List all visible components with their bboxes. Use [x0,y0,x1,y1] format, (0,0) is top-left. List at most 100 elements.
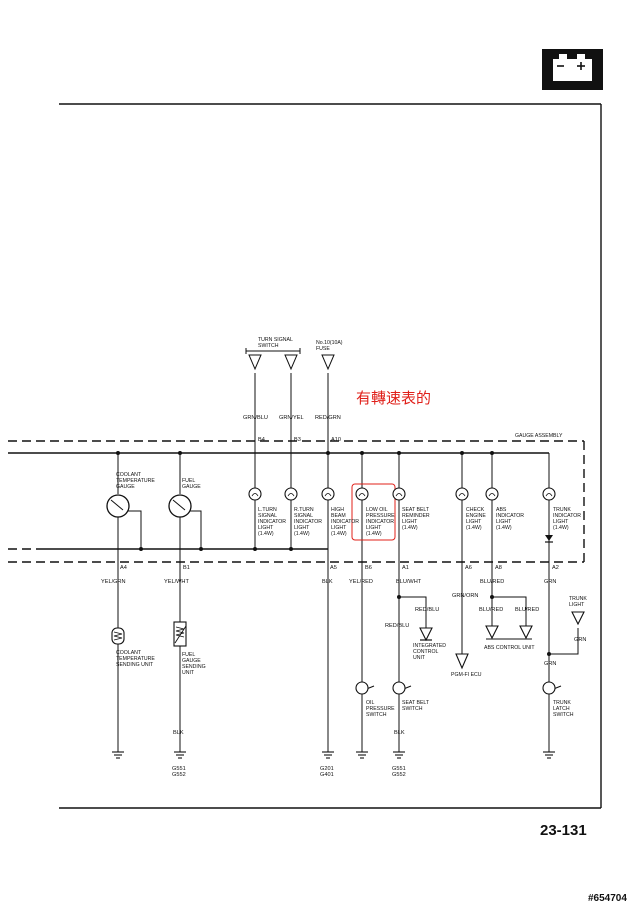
integrated-label-1: INTEGRATED [413,643,446,649]
rturn-label-3: INDICATOR [294,519,322,525]
coolant-gauge-label-2: TEMPERATURE [116,478,155,484]
battery-icon [542,49,603,90]
pin-b6: B6 [365,565,372,571]
junction-dots [116,451,551,656]
pgm-fi-ecu-symbol [455,653,469,670]
trunk-switch-label-3: SWITCH [553,712,574,718]
pgm-fi-ecu-label: PGM-FI ECU [451,672,482,678]
highbeam-label-1: HIGH [331,507,344,513]
lturn-label-5: (1.4W) [258,531,274,537]
wire-grn-trunk-sw: GRN [544,661,556,667]
wire-blu-red-a8: BLU/RED [480,579,504,585]
fuse-label-2: FUSE [316,346,330,352]
gauge-assembly-label: GAUGE ASSEMBLY [515,433,563,439]
abs-input-1 [485,625,499,640]
ground-g1-label-1: G551 [172,766,186,772]
rturn-label-5: (1.4W) [294,531,310,537]
pin-b1: B1 [183,565,190,571]
fuel-gauge-label-1: FUEL [182,478,195,484]
coolant-sending-unit [111,627,125,645]
ground-g1-label-2: G552 [172,772,186,778]
lowoil-label-5: (1.4W) [366,531,382,537]
wire-yel-grn: YEL/GRN [101,579,126,585]
highbeam-label-5: (1.4W) [331,531,347,537]
wire-red-blu-1: RED/BLU [415,607,439,613]
coolant-unit-label-3: SENDING UNIT [116,662,154,668]
wire-blu-red-l: BLU/RED [479,607,503,613]
ground-g3-label-2: G552 [392,772,406,778]
pin-a6: A6 [465,565,472,571]
pin-a2: A2 [552,565,559,571]
trunk-switch-label-2: LATCH [553,706,570,712]
ground-g3-label-1: G551 [392,766,406,772]
lturn-bulb [248,487,262,501]
lturn-label-3: INDICATOR [258,519,286,525]
abs-bulb [485,487,499,501]
abs-label-2: INDICATOR [496,513,524,519]
handwritten-note: 有轉速表的 [356,389,431,407]
lower-wires [117,566,579,752]
lowoil-label-3: INDICATOR [366,519,394,525]
wire-blk-g1: BLK [173,730,184,736]
turn-signal-label-2: SWITCH [258,343,279,349]
trunk-light-symbol [571,611,585,626]
wire-blk-g3: BLK [394,730,405,736]
ground-symbols [112,751,555,759]
checkengine-label-2: ENGINE [466,513,486,519]
seatbelt-label-1: SEAT BELT [402,507,430,513]
rturn-bulb [284,487,298,501]
wire-blu-wht: BLU/WHT [396,579,422,585]
seatbelt-label-3: LIGHT [402,519,418,525]
pin-b4: B4 [258,437,265,443]
lowoil-bulb [355,487,369,501]
pin-a8: A8 [495,565,502,571]
integrated-label-3: UNIT [413,655,426,661]
fuse-label-1: No.10(10A) [316,340,343,346]
wire-label-grn-blu: GRN/BLU [243,415,268,421]
ground-g2-label-2: G401 [320,772,334,778]
fuel-unit-label-1: FUEL [182,652,195,658]
seatbelt-switch-label-1: SEAT BELT [402,700,430,706]
rturn-label-4: LIGHT [294,525,310,531]
highbeam-label-4: LIGHT [331,525,347,531]
lturn-label-4: LIGHT [258,525,274,531]
abs-control-unit-label: ABS CONTROL UNIT [484,645,535,651]
bottom-pin-labels: A4 B1 A5 B6 A1 A6 A8 A2 [120,565,559,571]
trunk-label-4: (1.4W) [553,525,569,531]
abs-label-4: (1.4W) [496,525,512,531]
integrated-control-unit-symbol [419,627,433,642]
highbeam-bulb [321,487,335,501]
seatbelt-switch-label-2: SWITCH [402,706,423,712]
trunk-latch-switch [542,681,556,695]
wire-grn-orn: GRN/ORN [452,593,478,599]
coolant-gauge-label-1: COOLANT [116,472,142,478]
trunk-label-3: LIGHT [553,519,569,525]
wire-grn-trunk-light: GRN [574,637,586,643]
fuel-unit-label-4: UNIT [182,670,195,676]
page-frame [59,103,602,809]
seatbelt-label-2: REMINDER [402,513,430,519]
watermark-id: #654704 [588,893,627,904]
seatbelt-bulb [392,487,406,501]
fuel-unit-label-2: GAUGE [182,658,201,664]
wire-yel-wht: YEL/WHT [164,579,189,585]
oil-pressure-switch [355,681,369,695]
wire-red-blu-2: RED/BLU [385,623,409,629]
oil-switch-label-3: SWITCH [366,712,387,718]
page-number: 23-131 [540,822,587,839]
seatbelt-label-4: (1.4W) [402,525,418,531]
abs-label-3: LIGHT [496,519,512,525]
bulb-filaments [251,493,553,497]
highlight-box-low-oil [351,483,396,541]
oil-switch-label-1: OIL [366,700,374,706]
trunk-label-2: INDICATOR [553,513,581,519]
turn-signal-label-1: TURN SIGNAL [258,337,293,343]
turn-signal-switch: TURN SIGNAL SWITCH [245,337,301,371]
seat-belt-switch [392,681,406,695]
trunk-diode [545,535,553,541]
coolant-gauge-label-3: GAUGE [116,484,135,490]
lturn-label-1: L.TURN [258,507,277,513]
lowoil-label-1: LOW OIL [366,507,388,513]
wire-blk-a5: BLK [322,579,333,585]
